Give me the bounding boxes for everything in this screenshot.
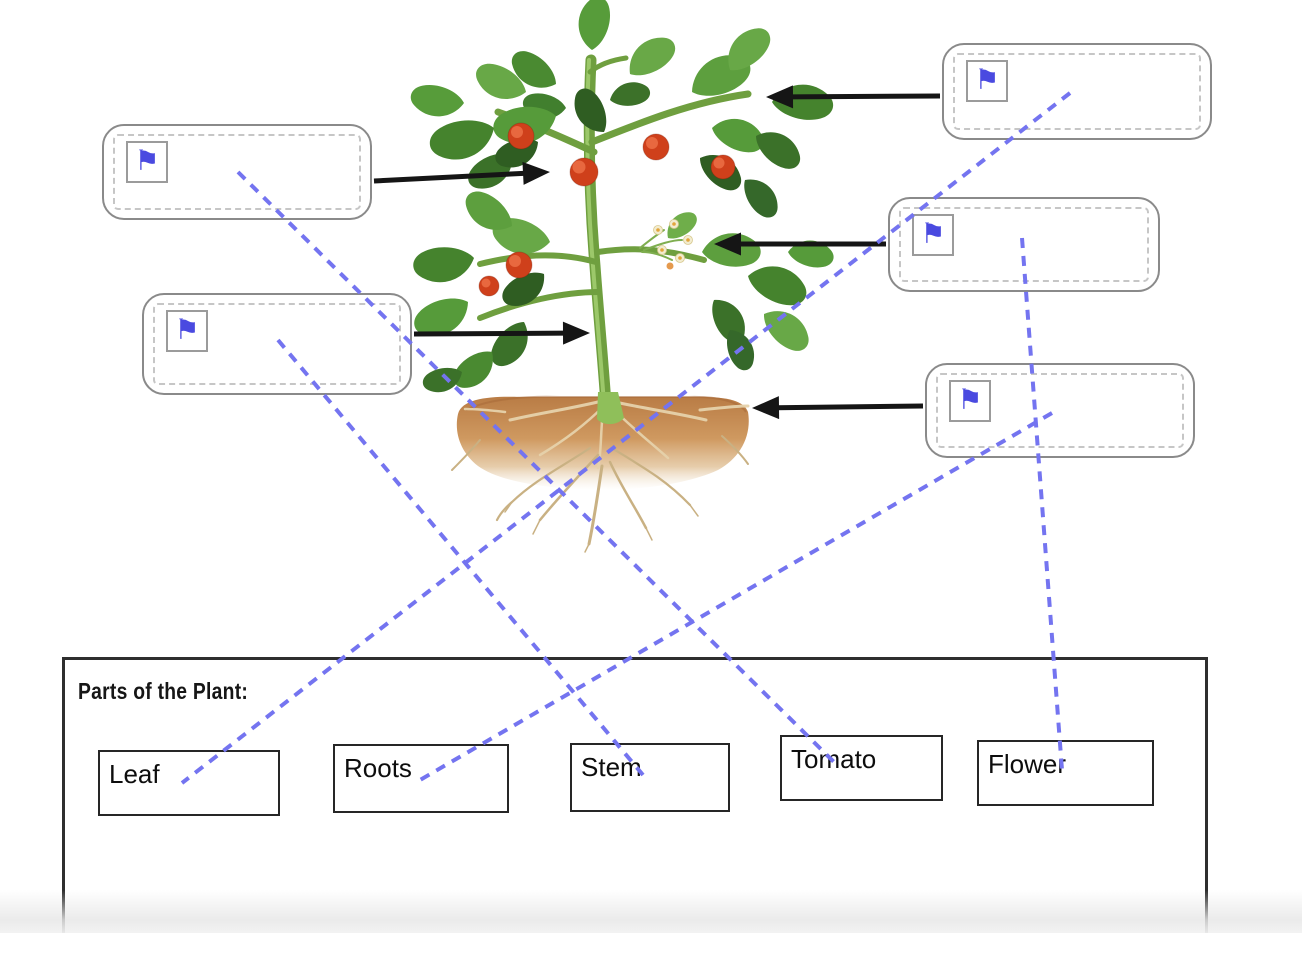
- flag-icon[interactable]: ⚑: [949, 380, 991, 422]
- flag-icon[interactable]: ⚑: [966, 60, 1008, 102]
- drop-zone-roots-target[interactable]: ⚑: [925, 363, 1195, 458]
- word-chip-flower[interactable]: Flower: [977, 740, 1154, 806]
- drop-zone-stem-target[interactable]: ⚑: [142, 293, 412, 395]
- word-label: Flower: [988, 749, 1067, 779]
- word-label: Leaf: [109, 759, 160, 789]
- flag-glyph: ⚑: [974, 62, 1000, 96]
- drop-zone-leaf-target[interactable]: ⚑: [942, 43, 1212, 140]
- drop-zone-dashed-area: ⚑: [899, 207, 1149, 282]
- flag-icon[interactable]: ⚑: [166, 310, 208, 352]
- flag-glyph: ⚑: [957, 382, 983, 416]
- word-chip-leaf[interactable]: Leaf: [98, 750, 280, 816]
- flag-glyph: ⚑: [920, 216, 946, 250]
- word-chip-stem[interactable]: Stem: [570, 743, 730, 812]
- word-label: Stem: [581, 752, 642, 782]
- word-label: Roots: [344, 753, 412, 783]
- flag-icon[interactable]: ⚑: [912, 214, 954, 256]
- drop-zone-flower-target[interactable]: ⚑: [888, 197, 1160, 292]
- panel-heading: Parts of the Plant:: [78, 678, 249, 704]
- flower-bud: [666, 262, 674, 270]
- word-label: Tomato: [791, 744, 877, 774]
- word-chip-roots[interactable]: Roots: [333, 744, 509, 813]
- drop-zone-dashed-area: ⚑: [153, 303, 401, 385]
- flag-glyph: ⚑: [174, 312, 200, 346]
- drop-zone-dashed-area: ⚑: [936, 373, 1184, 448]
- flag-glyph: ⚑: [134, 143, 160, 177]
- tomato-fruits: [478, 122, 736, 297]
- word-chip-tomato[interactable]: Tomato: [780, 735, 943, 801]
- drop-zone-tomato-target[interactable]: ⚑: [102, 124, 372, 220]
- drop-zone-dashed-area: ⚑: [953, 53, 1201, 130]
- flag-icon[interactable]: ⚑: [126, 141, 168, 183]
- drop-zone-dashed-area: ⚑: [113, 134, 361, 210]
